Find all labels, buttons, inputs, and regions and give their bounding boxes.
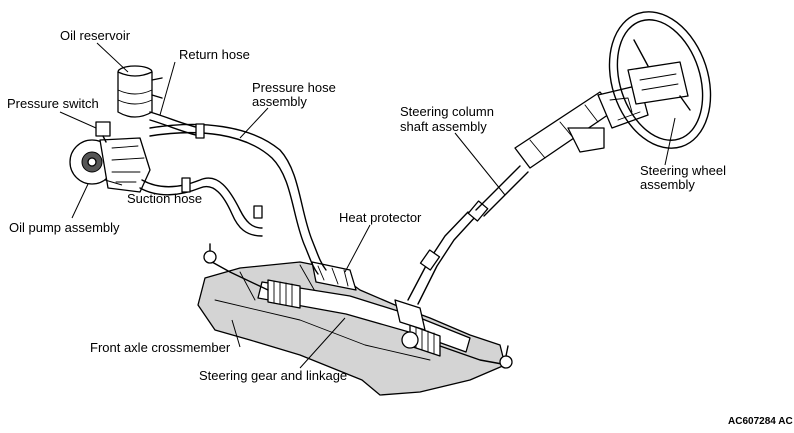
label-steering-column-line1: Steering column [400, 104, 494, 119]
leader-lines [59, 42, 676, 369]
label-steering-wheel-line2: assembly [640, 177, 695, 192]
steering-gear-drawing [203, 243, 513, 369]
label-front-axle-crossmember: Front axle crossmember [90, 340, 231, 355]
label-heat-protector: Heat protector [339, 210, 422, 225]
steering-column-drawing [407, 84, 649, 305]
label-steering-gear-linkage: Steering gear and linkage [199, 368, 347, 383]
steering-wheel-drawing [608, 11, 712, 149]
label-pressure-switch: Pressure switch [7, 96, 99, 111]
oil-pump-drawing [69, 121, 151, 193]
figure-code: AC607284 AC [728, 416, 793, 427]
label-steering-wheel-line1: Steering wheel [640, 163, 726, 178]
label-suction-hose: Suction hose [127, 191, 202, 206]
label-oil-reservoir: Oil reservoir [60, 28, 131, 43]
label-oil-pump-assembly: Oil pump assembly [9, 220, 120, 235]
label-steering-column-line2: shaft assembly [400, 119, 487, 134]
oil-reservoir-drawing [117, 65, 163, 118]
hoses-drawing [139, 111, 327, 275]
label-pressure-hose-line2: assembly [252, 94, 307, 109]
label-pressure-hose-line1: Pressure hose [252, 80, 336, 95]
label-return-hose: Return hose [179, 47, 250, 62]
